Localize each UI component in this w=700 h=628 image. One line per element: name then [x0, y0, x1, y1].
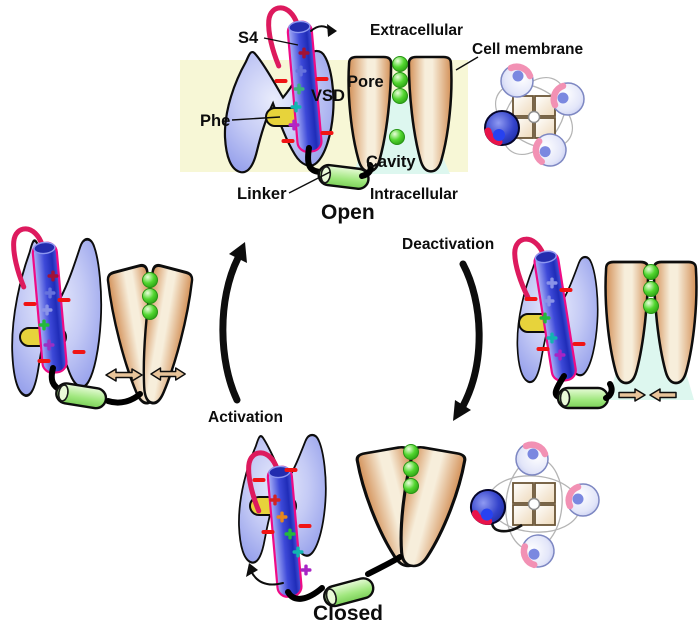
minus-charge	[320, 131, 334, 135]
s4-pointer-line	[263, 37, 299, 46]
potassium-ion	[403, 478, 419, 494]
vsd-label: VSD	[311, 87, 345, 105]
vsd-subunit	[567, 484, 599, 516]
intracellular-label: Intracellular	[370, 186, 458, 203]
minus-charge	[298, 524, 312, 528]
pore-grid	[512, 482, 556, 526]
rotation-arrowhead	[246, 563, 258, 577]
plus-charge	[300, 564, 312, 576]
minus-charge	[274, 79, 288, 83]
minus-charge	[57, 298, 71, 302]
tetramer-top-view-open	[484, 65, 584, 172]
linker-pointer-line	[288, 171, 331, 194]
potassium-ion	[142, 272, 158, 288]
s4-linker-tether	[285, 585, 325, 602]
vsd-subunit	[516, 443, 548, 475]
minus-charge	[37, 359, 51, 363]
linker-helix	[556, 386, 610, 410]
potassium-ion	[142, 304, 158, 320]
closed-state-panel: Closed	[237, 433, 469, 625]
cell-membrane-label: Cell membrane	[472, 41, 584, 58]
linker-helix	[53, 380, 109, 411]
activation-arrowhead	[229, 242, 247, 263]
activation-label: Activation	[208, 409, 283, 426]
potassium-ion	[403, 444, 419, 460]
activation-intermediate-panel	[12, 226, 196, 411]
tetramer-outline	[501, 76, 567, 156]
minus-charge	[261, 530, 275, 534]
minus-charge	[524, 297, 538, 301]
phe-label: Phe	[200, 112, 230, 130]
potassium-ion	[643, 281, 659, 297]
cavity-label: Cavity	[366, 153, 416, 171]
linker-label: Linker	[237, 185, 287, 203]
minus-charge	[281, 139, 295, 143]
linker-pore-tether	[105, 391, 143, 406]
potassium-ion	[392, 88, 408, 104]
rotation-arrowhead	[327, 24, 337, 37]
deactivation-arrowhead	[453, 400, 471, 421]
minus-charge	[536, 347, 550, 351]
open-state-label: Open	[321, 201, 375, 224]
potassium-ion	[392, 72, 408, 88]
vsd-subunit	[501, 65, 533, 97]
minus-charge	[559, 288, 573, 292]
linker-pore-tether	[359, 162, 374, 179]
minus-charge	[72, 350, 86, 354]
vsd-subunit-highlighted	[485, 111, 519, 145]
vsd-subunit-highlighted	[467, 486, 509, 528]
cell-membrane-pointer-line	[455, 56, 479, 71]
potassium-ion	[403, 461, 419, 477]
rotation-arrow	[250, 570, 284, 586]
open-state-panel: S4 Extracellular Cell membrane Pore VSD …	[180, 5, 584, 224]
linker-pore-tether	[365, 554, 403, 577]
linker-pore-tether	[603, 381, 615, 401]
extracellular-label: Extracellular	[370, 22, 463, 39]
vsd-subunit	[552, 83, 584, 115]
deactivation-label: Deactivation	[402, 236, 494, 253]
potassium-ion	[643, 298, 659, 314]
minus-charge	[572, 342, 586, 346]
deactivation-arrow: Deactivation	[402, 236, 494, 421]
tetramer-top-view-closed	[467, 443, 599, 574]
vsd-subunit	[515, 528, 560, 573]
minus-charge	[284, 468, 298, 472]
potassium-ion	[643, 264, 659, 280]
potassium-ion	[392, 56, 408, 72]
pore-label: Pore	[347, 73, 384, 91]
minus-charge	[23, 302, 37, 306]
potassium-ion-cavity	[389, 129, 405, 145]
minus-charge	[252, 478, 266, 482]
potassium-ion	[142, 288, 158, 304]
phe-pointer-line	[231, 116, 281, 121]
s4-label: S4	[238, 29, 259, 47]
activation-arrow: Activation	[208, 242, 283, 426]
closed-state-label: Closed	[313, 602, 383, 625]
deactivation-intermediate-panel	[512, 235, 698, 410]
minus-charge	[315, 77, 329, 81]
